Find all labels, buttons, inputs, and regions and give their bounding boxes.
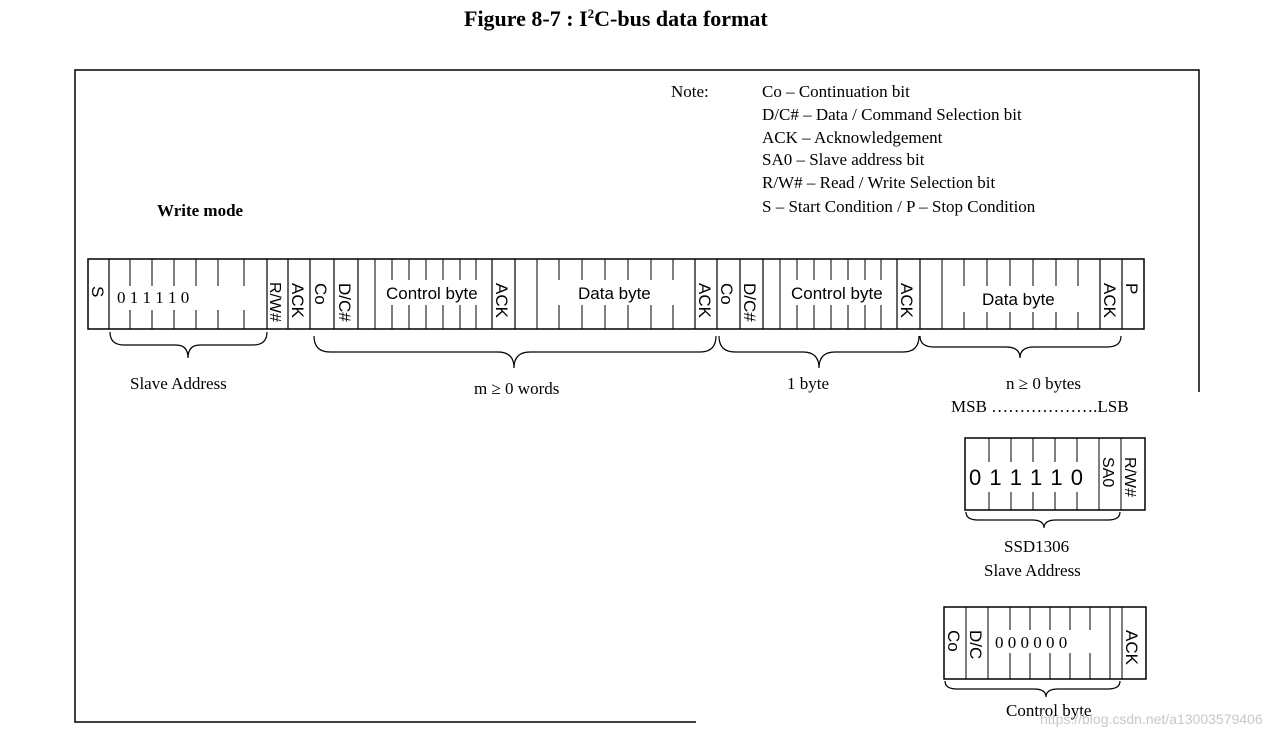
control-byte-label-1: Control byte bbox=[386, 284, 478, 303]
ssd-label-1: SSD1306 bbox=[1004, 537, 1069, 556]
msb-lsb-caption: MSB ……………….LSB bbox=[951, 397, 1129, 416]
watermark: https://blog.csdn.net/a13003579406 bbox=[1040, 711, 1263, 727]
ack-4: ACK bbox=[897, 283, 916, 319]
ssd-bits: 0 1 1 1 1 0 bbox=[969, 465, 1084, 490]
note-lines: Co – Continuation bit D/C# – Data / Comm… bbox=[762, 82, 1036, 216]
note-line-ack: ACK – Acknowledgement bbox=[762, 128, 943, 147]
note-line-rw: R/W# – Read / Write Selection bit bbox=[762, 173, 995, 192]
co-2: Co bbox=[717, 283, 736, 305]
ctrl-ack: ACK bbox=[1122, 630, 1141, 666]
note-line-sp: S – Start Condition / P – Stop Condition bbox=[762, 197, 1036, 216]
ctrl-dc: D/C bbox=[966, 630, 985, 659]
ctrl-brace bbox=[944, 680, 1121, 698]
start-condition: S bbox=[88, 286, 107, 297]
n-bytes-caption: n ≥ 0 bytes bbox=[1006, 374, 1081, 393]
note-label: Note: bbox=[671, 82, 709, 101]
frame-strip: 0 1 1 1 1 0 Control byte Data byte Contr… bbox=[87, 258, 1145, 330]
one-byte-caption: 1 byte bbox=[787, 374, 829, 393]
overlay-panel bbox=[696, 392, 1200, 727]
ctrl-co: Co bbox=[944, 630, 963, 652]
dc-2: D/C# bbox=[740, 283, 759, 322]
data-byte-bg-2 bbox=[943, 287, 1099, 310]
control-byte-label-2: Control byte bbox=[791, 284, 883, 303]
stop-condition: P bbox=[1122, 283, 1141, 294]
note-line-sa0: SA0 – Slave address bit bbox=[762, 150, 925, 169]
ssd-sa0: SA0 bbox=[1099, 457, 1116, 487]
ssd-label-2: Slave Address bbox=[984, 561, 1081, 580]
m-words-caption: m ≥ 0 words bbox=[474, 379, 559, 398]
ctrl-bits: 0 0 0 0 0 0 bbox=[995, 633, 1067, 652]
braces bbox=[109, 331, 1122, 369]
brace-slave-address bbox=[109, 331, 268, 359]
data-byte-label-2: Data byte bbox=[982, 290, 1055, 309]
bit-ticks bbox=[129, 259, 1079, 329]
ack-2: ACK bbox=[492, 283, 511, 319]
brace-n-bytes bbox=[919, 335, 1122, 359]
data-byte-label-1: Data byte bbox=[578, 284, 651, 303]
note-line-co: Co – Continuation bit bbox=[762, 82, 910, 101]
write-mode-label: Write mode bbox=[157, 201, 244, 220]
ssd-brace bbox=[965, 511, 1121, 529]
control-byte-box: 0 0 0 0 0 0 Co D/C ACK Control byte bbox=[943, 606, 1147, 720]
co-1: Co bbox=[311, 283, 330, 305]
note-line-dc: D/C# – Data / Command Selection bit bbox=[762, 105, 1022, 124]
ack-1: ACK bbox=[288, 283, 307, 319]
slave-bits-bg bbox=[115, 286, 237, 308]
rw-bit: R/W# bbox=[266, 282, 283, 322]
data-byte-bg-1 bbox=[538, 281, 694, 304]
ctrl-byte-bg-1 bbox=[385, 281, 489, 304]
frame-separators bbox=[108, 259, 1123, 329]
figure-title: Figure 8-7 : I2C-bus data format bbox=[464, 6, 768, 31]
ssd1306-address-box: 0 1 1 1 1 0 SA0 R/W# SSD1306 Slave Addre… bbox=[964, 437, 1146, 580]
slave-address-bits: 0 1 1 1 1 0 bbox=[117, 288, 189, 307]
ctrl-label: Control byte bbox=[1006, 701, 1091, 720]
ack-5: ACK bbox=[1100, 283, 1119, 319]
ssd-rw: R/W# bbox=[1121, 457, 1138, 497]
dc-1: D/C# bbox=[335, 283, 354, 322]
ack-3: ACK bbox=[695, 283, 714, 319]
slave-address-caption: Slave Address bbox=[130, 374, 227, 393]
ctrl-byte-bg-2 bbox=[789, 281, 893, 304]
frame-outline bbox=[87, 258, 1145, 330]
brace-m-words bbox=[313, 335, 717, 369]
brace-one-byte bbox=[718, 335, 920, 369]
